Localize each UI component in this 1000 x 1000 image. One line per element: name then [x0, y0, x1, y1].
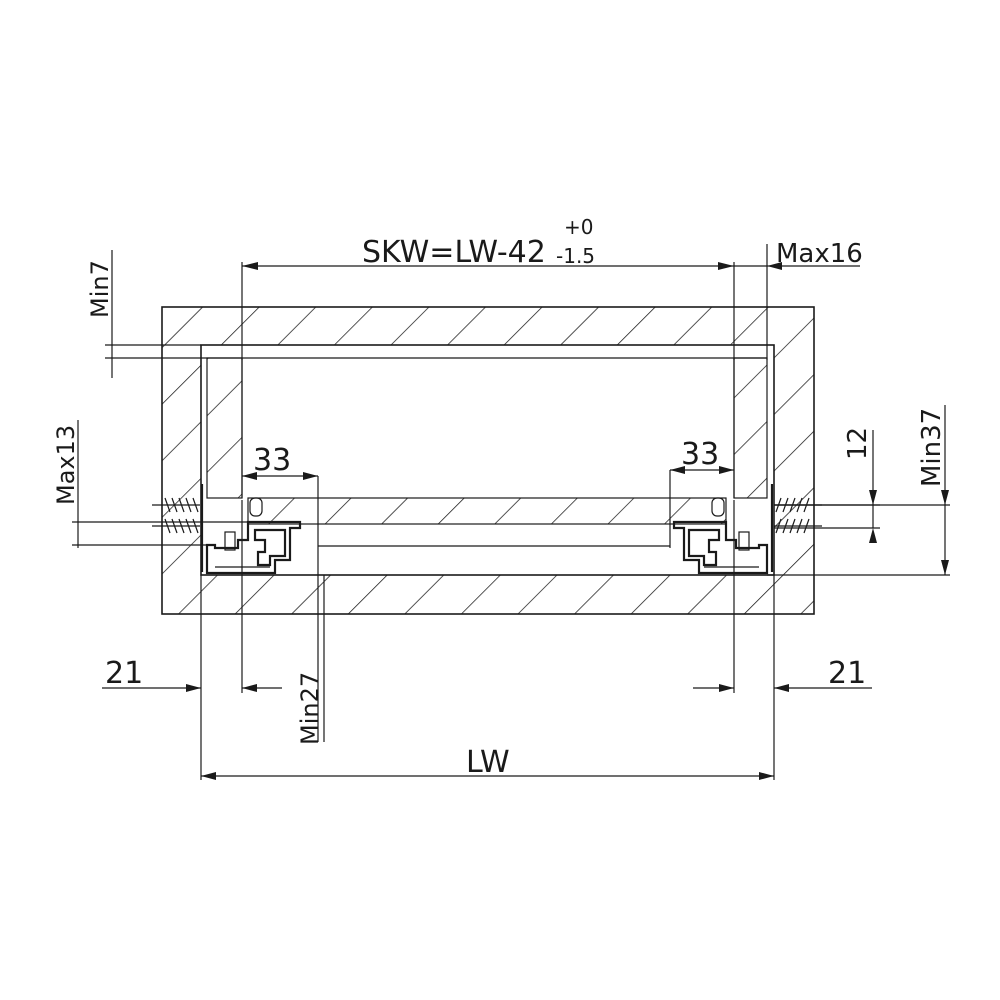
arrow-icon [774, 684, 789, 692]
drawer-bottom [248, 498, 726, 524]
dim-min27: Min27 [296, 548, 325, 745]
cabinet-outline [161, 306, 815, 615]
screw-icon [152, 518, 200, 534]
arrow-icon [719, 466, 734, 474]
arrow-icon [941, 560, 949, 575]
skw-tol-upper: +0 [564, 215, 593, 239]
min7-label: Min7 [86, 260, 114, 318]
dim-min37: Min37 [767, 405, 950, 576]
max16-label: Max16 [776, 239, 863, 269]
dim-lw: LW [201, 745, 774, 780]
drawer-right-side [734, 358, 767, 498]
arrow-icon [242, 262, 258, 270]
arrow-icon [719, 684, 734, 692]
dim-21-left-label: 21 [105, 656, 143, 691]
min27-label: Min27 [296, 672, 324, 745]
screw-icon [152, 497, 200, 513]
dim-33-right-label: 33 [681, 437, 719, 472]
arrow-icon [718, 262, 734, 270]
dim-skw: SKW=LW-42 +0 -1.5 [241, 215, 735, 360]
dim-33-left: 33 [242, 443, 319, 548]
dim-min7: Min7 [86, 250, 207, 378]
right-runner [672, 484, 774, 575]
arrow-icon [303, 472, 318, 480]
arrow-icon [670, 466, 685, 474]
drawer-left-side [207, 358, 242, 498]
dim-21-left: 21 [102, 500, 282, 780]
min37-label: Min37 [917, 408, 947, 487]
skw-label: SKW=LW-42 [362, 235, 546, 270]
drawer [206, 357, 768, 547]
arrow-icon [869, 528, 877, 543]
arrow-icon [869, 490, 877, 505]
dim-21-right: 21 [693, 500, 872, 780]
cabinet-interior [201, 345, 774, 575]
left-screws [152, 497, 200, 534]
max13-label: Max13 [52, 425, 80, 505]
screw-icon [774, 518, 822, 534]
dim-33-left-label: 33 [253, 443, 291, 478]
arrow-icon [767, 262, 782, 270]
arrow-icon [242, 684, 257, 692]
dim-max16: Max16 [734, 239, 863, 360]
arrow-icon [186, 684, 201, 692]
dim-max13: Max13 [52, 420, 248, 548]
arrow-icon [941, 490, 949, 505]
left-runner [200, 484, 302, 575]
arrow-icon [201, 772, 216, 780]
skw-tol-lower: -1.5 [556, 244, 595, 268]
arrow-icon [759, 772, 774, 780]
lw-label: LW [466, 745, 510, 780]
dim-21-right-label: 21 [828, 656, 866, 691]
dim-33-right: 33 [669, 437, 734, 548]
dim-12-label: 12 [843, 427, 873, 460]
cabinet-inner-outline [200, 344, 775, 576]
arrow-icon [242, 472, 257, 480]
